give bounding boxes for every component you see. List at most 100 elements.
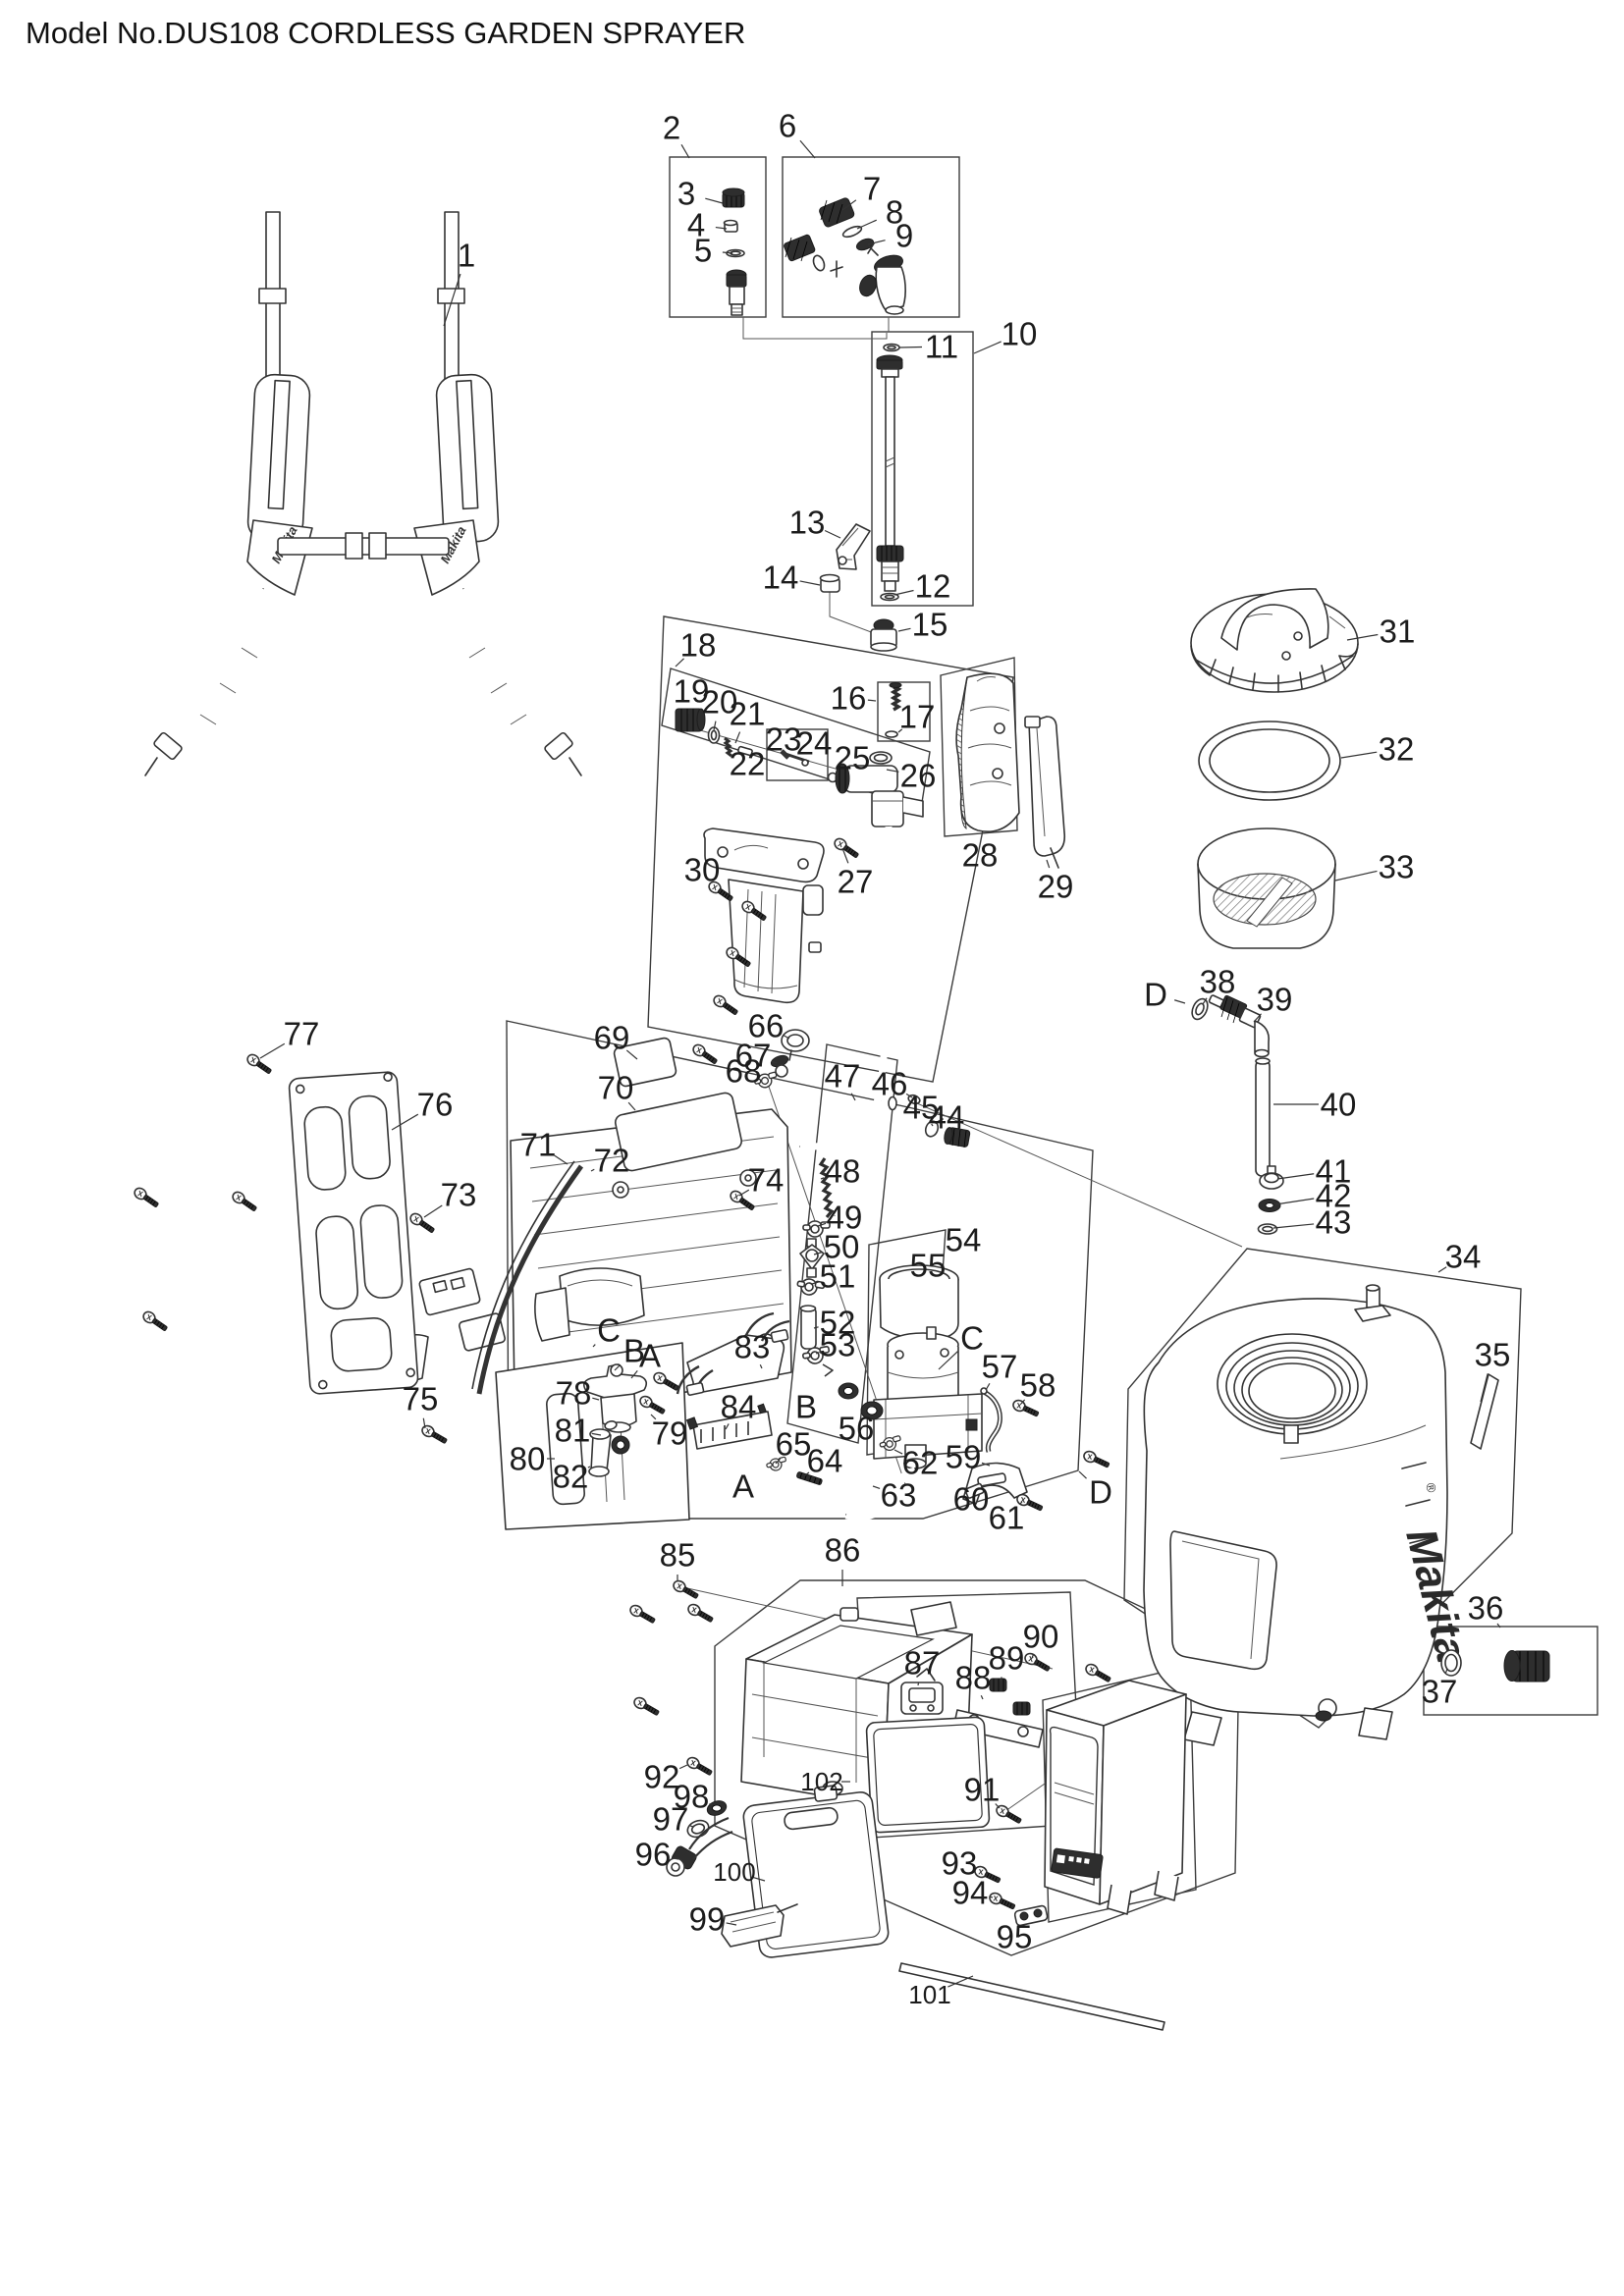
leader-8 [856,219,877,230]
leader-B [614,1363,622,1371]
leader-32 [1340,751,1378,759]
leader-58 [1020,1399,1026,1405]
leader-94 [989,1896,994,1898]
leader-59 [981,1462,991,1467]
leader-92 [678,1764,688,1770]
leader-91 [995,1803,1001,1809]
leader-99 [726,1922,737,1926]
leader-3 [705,197,724,204]
leader-6 [799,139,816,159]
box-hose-B [786,1043,898,1444]
leader-49 [817,1222,827,1227]
leader-62 [893,1449,903,1455]
leader-48 [820,1177,825,1180]
leader-37 [1445,1668,1448,1674]
nozzle-parts-6 [784,197,906,315]
leader-38 [1202,997,1208,1005]
leader-76 [391,1113,419,1131]
wand-assembly [876,343,904,602]
leader-39 [1253,1013,1262,1023]
box-handle-assembly [647,615,1014,1083]
leader-A [630,1370,638,1379]
leader-15 [897,627,911,632]
leader-29 [1046,859,1051,869]
leader-98 [709,1803,714,1806]
leader-2 [680,143,690,159]
leader-42 [1274,1198,1315,1205]
leader-47 [850,1093,856,1101]
leader-C [592,1344,596,1348]
pump-assembly [838,1264,1028,1522]
leader-9 [867,240,886,245]
leader-90 [1031,1654,1034,1659]
leader-77 [259,1042,286,1059]
leader-78 [592,1397,600,1401]
leader-36 [1496,1623,1501,1629]
leader-82 [587,1466,591,1468]
grip-cover-and-lever [955,672,1066,869]
leader-lines [259,139,1501,1988]
leader-67 [771,1060,778,1064]
screws [132,835,1113,1913]
back-plate [288,1071,419,1395]
leader-14 [799,580,821,586]
leader-83 [759,1363,763,1369]
leader-33 [1334,870,1378,881]
shoulder-harness: Makita Makita [144,211,582,776]
leader-26 [886,769,899,773]
leader-34 [1437,1266,1447,1273]
leader-63 [872,1485,881,1490]
leader-53 [815,1352,820,1355]
wand-holder-parts [819,523,897,652]
leader-20 [713,721,717,731]
leader-66 [783,1034,790,1040]
leader-18 [675,658,684,667]
leader-84 [725,1423,730,1430]
leader-4 [715,226,728,230]
leader-73 [423,1204,443,1218]
box-group-2 [669,156,767,318]
leader-65 [775,1458,782,1465]
leader-79 [650,1414,657,1420]
battery-cradle [740,1601,1044,1834]
leader-101 [947,1975,974,1988]
leader-17 [897,728,903,733]
leader-57 [985,1382,991,1391]
leader-10 [973,341,1001,354]
leader-13 [824,529,841,539]
screw-64 [796,1471,823,1485]
suction-fitting-group [1191,994,1284,1235]
nozzle-parts-2 [722,187,747,316]
box-group-34 [1123,1248,1522,1729]
leader-43 [1272,1223,1315,1229]
impeller-and-wiring [583,1311,790,1477]
leader-45 [931,1123,934,1127]
leader-5 [722,251,733,254]
leader-97 [688,1825,694,1828]
leader-41 [1276,1173,1315,1180]
leader-81 [591,1432,602,1436]
box-group-16 [877,681,931,742]
page-title: Model No.DUS108 CORDLESS GARDEN SPRAYER [26,16,746,50]
leader-1 [443,273,461,327]
leader-35 [1480,1373,1489,1403]
leader-61 [1019,1501,1023,1505]
tank-logo-mark: ® [1423,1481,1439,1494]
tank: Makita ® [1143,1284,1476,1746]
leader-12 [893,589,914,596]
leader-87 [917,1682,920,1686]
strip-and-drain-knob [1440,1373,1550,1682]
leader-74 [738,1189,750,1197]
controller-housing [666,1680,1187,2031]
hose-and-filter-chain [794,1094,971,1377]
leader-100 [753,1876,766,1882]
leader-D [1173,999,1186,1004]
leader-C [938,1351,958,1370]
leader-71 [554,1154,568,1165]
valve-parts-66-68 [752,1029,810,1091]
leader-70 [627,1101,636,1111]
leader-21 [734,731,741,744]
leader-46 [905,1093,913,1098]
